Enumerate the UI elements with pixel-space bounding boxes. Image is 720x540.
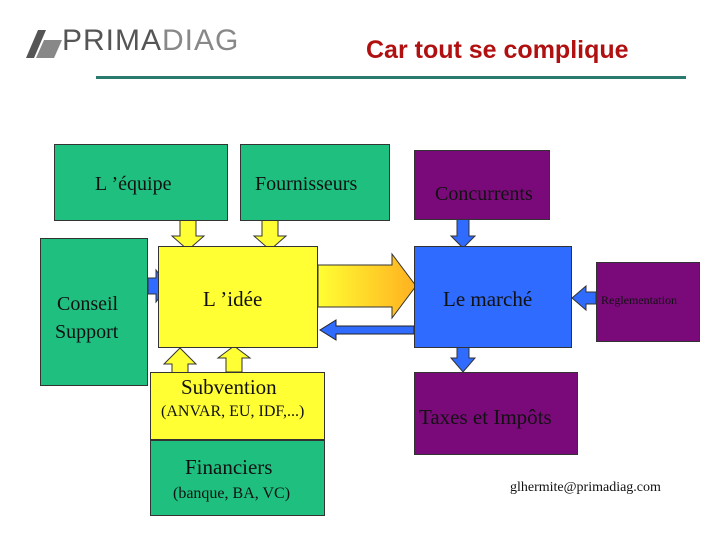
- header-rule: [96, 76, 686, 79]
- reglementation-box: Reglementation: [596, 262, 700, 342]
- marche-label: Le marché: [443, 287, 533, 311]
- arrow-marche-to-idee: [319, 319, 415, 341]
- taxes-label: Taxes et Impôts: [419, 405, 552, 429]
- subvention-label: Subvention: [181, 375, 277, 399]
- conseil-label-line1: Conseil: [57, 293, 119, 315]
- equipe-label: L ’équipe: [95, 173, 172, 195]
- arrow-reglementation-to-marche: [571, 284, 597, 312]
- arrow-marche-to-taxes: [449, 345, 477, 373]
- financiers-box: Financiers (banque, BA, VC): [150, 440, 325, 516]
- equipe-box: L ’équipe: [54, 144, 228, 221]
- arrow-fournisseurs-to-idee: [252, 219, 288, 251]
- marche-box: Le marché: [414, 246, 572, 348]
- arrow-equipe-to-idee: [170, 219, 206, 251]
- fournisseurs-label: Fournisseurs: [255, 173, 358, 195]
- concurrents-box: Concurrents: [414, 150, 550, 220]
- reglementation-label: Reglementation: [601, 293, 677, 307]
- logo-mark-icon: [26, 30, 62, 58]
- logo-text-dark: PRIMA: [62, 24, 163, 57]
- arrow-subvention-to-idee: [216, 345, 252, 373]
- logo: PRIMADIAG: [24, 24, 284, 62]
- conseil-box: Conseil Support: [40, 238, 148, 386]
- conseil-label-line2: Support: [55, 321, 119, 343]
- subvention-box: Subvention (ANVAR, EU, IDF,...): [150, 372, 325, 440]
- footer-email: glhermite@primadiag.com: [510, 480, 661, 495]
- idee-box: L ’idée: [158, 246, 318, 348]
- logo-text-light: DIAG: [162, 24, 240, 57]
- subvention-sublabel: (ANVAR, EU, IDF,...): [161, 403, 305, 420]
- taxes-box: Taxes et Impôts: [414, 372, 578, 455]
- idee-label: L ’idée: [203, 287, 263, 311]
- financiers-label: Financiers: [185, 455, 273, 479]
- financiers-sublabel: (banque, BA, VC): [173, 485, 291, 502]
- concurrents-label: Concurrents: [435, 183, 533, 205]
- page-title: Car tout se complique: [366, 36, 629, 64]
- arrow-idee-to-marche: [317, 252, 417, 320]
- fournisseurs-box: Fournisseurs: [240, 144, 390, 221]
